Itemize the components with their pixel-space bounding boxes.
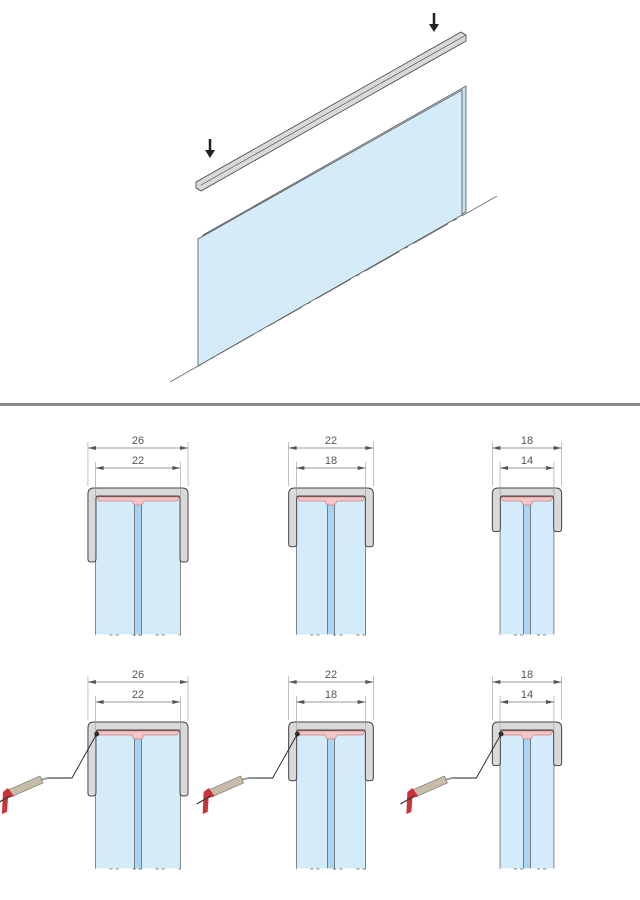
gun-handle — [406, 788, 419, 814]
u-profile — [288, 721, 374, 782]
u-profile — [491, 721, 563, 767]
dimension-arrow — [288, 680, 297, 684]
glass-interlayer — [327, 501, 335, 636]
profile-detail: 22 18 — [288, 435, 374, 636]
leader-line — [248, 733, 298, 779]
installation-view — [169, 13, 498, 383]
sealant-gun-icon — [196, 731, 300, 814]
dimension-arrow — [492, 680, 501, 684]
dimension-arrow — [95, 700, 104, 704]
dimension-arrow — [87, 446, 96, 450]
dimension-arrow — [500, 700, 509, 704]
dimension-label-inner: 22 — [132, 455, 144, 467]
dimension-arrow — [357, 466, 366, 470]
dimension-label-outer: 26 — [132, 435, 144, 447]
cartridge — [208, 775, 245, 798]
dimension-label-outer: 22 — [325, 435, 337, 447]
gasket — [96, 496, 180, 506]
profile-detail: 26 22 — [0, 669, 189, 870]
plunger — [196, 795, 211, 805]
glass-interlayer — [523, 735, 531, 870]
dimension-label-outer: 18 — [521, 669, 533, 681]
cartridge — [411, 775, 448, 798]
plunger — [400, 795, 415, 805]
dimension-arrow — [95, 466, 104, 470]
dimension-arrow — [553, 446, 562, 450]
dimension-label-outer: 18 — [521, 435, 533, 447]
dimension-arrow — [500, 466, 509, 470]
dimension-arrow — [172, 466, 181, 470]
section-separator — [0, 403, 640, 406]
dimension-arrow — [180, 680, 189, 684]
glass-interlayer — [523, 501, 531, 636]
dimension-arrow — [296, 700, 305, 704]
dimension-arrow — [365, 446, 374, 450]
gun-handle — [1, 788, 14, 814]
dimension-arrow — [357, 700, 366, 704]
cartridge — [7, 775, 44, 798]
u-profile — [87, 487, 189, 563]
dimension-label-inner: 22 — [132, 689, 144, 701]
dimension-arrow — [492, 446, 501, 450]
dimension-arrow — [87, 680, 96, 684]
gasket — [296, 730, 366, 740]
dimension-label-inner: 14 — [521, 689, 533, 701]
dimension-label-inner: 18 — [325, 455, 337, 467]
down-arrow-icon — [429, 13, 439, 32]
glass-interlayer — [327, 735, 335, 870]
glass-interlayer — [134, 501, 142, 636]
leader-line — [452, 733, 502, 779]
dimension-arrow — [553, 680, 562, 684]
u-profile — [491, 487, 563, 533]
sealant-gun-icon — [0, 731, 100, 814]
profile-detail: 26 22 — [87, 435, 189, 636]
gun-handle — [202, 788, 215, 814]
glass-interlayer — [134, 735, 142, 870]
dimension-arrow — [180, 446, 189, 450]
profile-detail: 22 18 — [196, 669, 374, 870]
dimension-arrow — [545, 466, 554, 470]
dimension-arrow — [296, 466, 305, 470]
glass-panel — [197, 89, 463, 367]
down-arrow-icon — [205, 139, 215, 158]
dimension-label-outer: 26 — [132, 669, 144, 681]
gasket — [500, 730, 554, 740]
gasket — [96, 730, 180, 740]
dimension-arrow — [545, 700, 554, 704]
u-profile — [288, 487, 374, 548]
gasket — [500, 496, 554, 506]
gasket — [296, 496, 366, 506]
dimension-arrow — [288, 446, 297, 450]
sealant-gun-icon — [400, 731, 504, 814]
plunger — [0, 795, 11, 803]
dimension-arrow — [172, 700, 181, 704]
dimension-label-outer: 22 — [325, 669, 337, 681]
dimension-label-inner: 14 — [521, 455, 533, 467]
u-profile — [87, 721, 189, 797]
dimension-arrow — [365, 680, 374, 684]
leader-line — [47, 733, 98, 779]
dimension-label-inner: 18 — [325, 689, 337, 701]
